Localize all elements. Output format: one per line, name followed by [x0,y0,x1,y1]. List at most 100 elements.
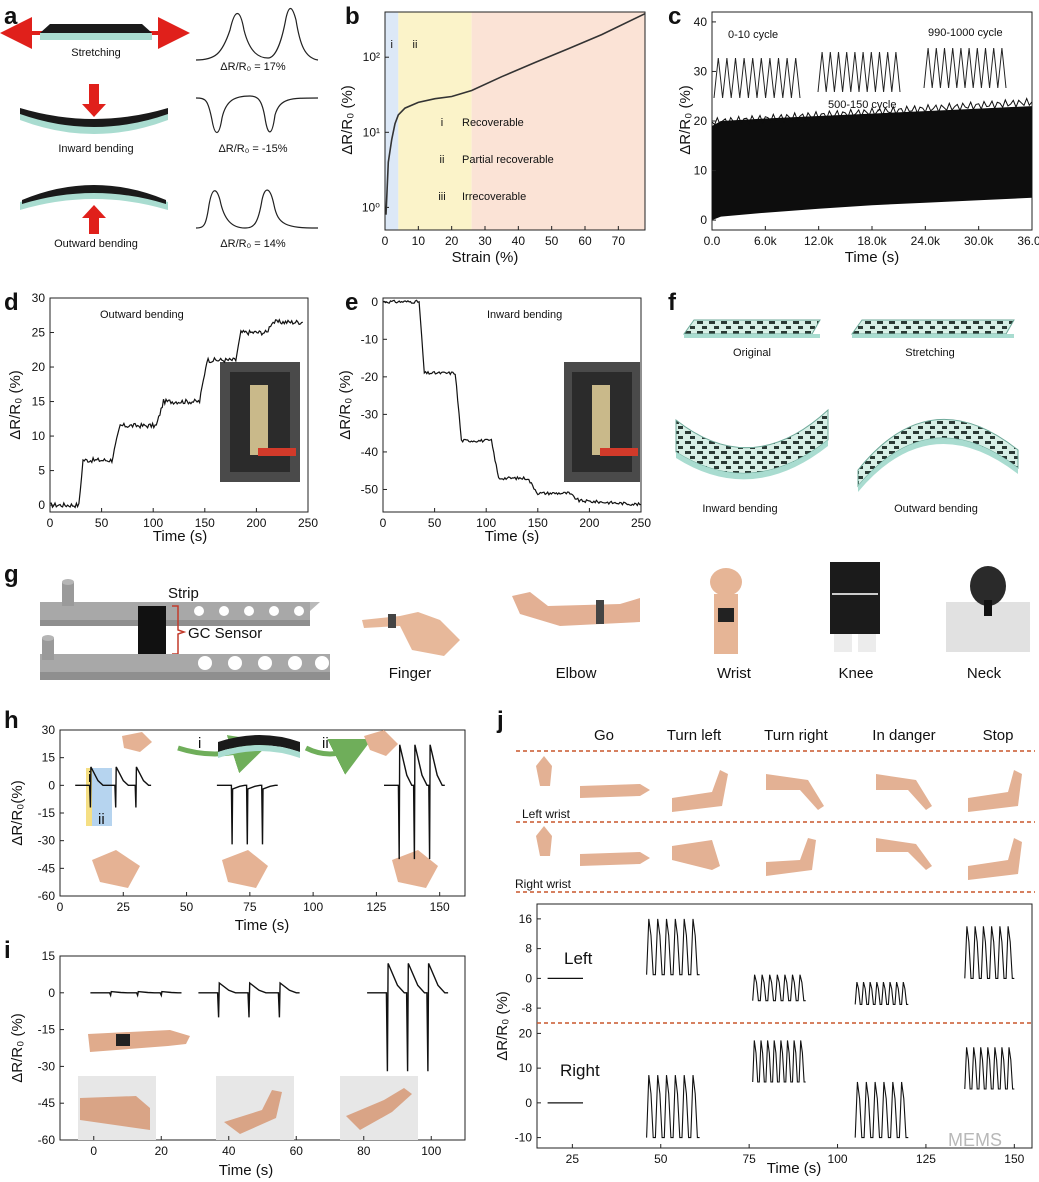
strip-top [40,602,310,620]
chart-i-ytick-label-1: 0 [48,986,55,1000]
chart-h-series-group-1 [216,784,278,845]
chart-c: Time (s) ΔR/R₀ (%) 0-10 cycle 500-150 cy… [677,11,1039,266]
chart-j-left-ytick-label-0: 16 [519,912,533,926]
chart-h-ylabel: ΔR/R₀(%) [9,780,26,845]
chart-j-left-turn-right [854,981,909,1005]
chart-h-ytick-label-1: 15 [42,751,56,765]
chart-b-legend-text-i: Recoverable [462,117,524,129]
chart-b-series-line [385,12,646,215]
inward-response-curve [195,95,319,134]
chart-j-xtick-label-5: 150 [1004,1152,1024,1166]
caption-outward: Outward bending [54,238,138,250]
panel-label-h: h [4,707,19,734]
h-arrow-label-ii: ii [322,735,329,752]
g-neck-label: Neck [967,665,1002,682]
inward-arrow-head [82,104,106,117]
caption-stretching: Stretching [71,47,121,59]
chart-c-xtick-label-1: 6.0k [754,234,778,248]
chart-h-xtick-label-5: 125 [366,900,386,914]
chart-d-xtick-label-2: 100 [143,516,163,530]
chart-d-ytick-label-5: 25 [32,326,46,340]
f-caption-stretching: Stretching [905,347,955,359]
chart-j-left-ytick-label-3: -8 [521,1001,532,1015]
chart-e-xlabel: Time (s) [485,528,539,545]
chart-e-title: Inward bending [487,309,562,321]
chart-c-xtick-label-5: 30.0k [964,234,994,248]
chart-h-series-group-0 [75,766,152,808]
panel-label-a: a [4,3,18,30]
chart-j-xtick-label-4: 125 [916,1152,936,1166]
chart-b-region-label-i: i [390,39,392,51]
caption-inward: Inward bending [58,143,133,155]
chart-h-xtick-label-1: 25 [117,900,131,914]
chart-j-right-go [646,1075,700,1139]
mesh-inward [675,408,829,474]
chart-e-ytick-label-5: -50 [361,482,379,496]
chart-d-xtick-label-4: 200 [246,516,266,530]
mesh-stretching [851,319,1015,335]
f-caption-original: Original [733,347,771,359]
chart-i-xtick-label-4: 80 [357,1144,371,1158]
chart-e-ylabel: ΔR/R₀ (%) [337,370,354,440]
chart-j-frame [536,903,1033,1149]
chart-e-inset-photo [564,362,640,482]
chart-c-ytick-label-0: 0 [700,213,707,227]
chart-d-inset-photo [220,362,300,482]
chart-i-series-group-2 [367,963,449,1072]
panel-label-g: g [4,561,19,588]
g-elbow-label: Elbow [556,665,597,682]
chart-b-legend-key-ii: ii [440,154,445,166]
knee-photo [830,562,880,652]
chart-d-xtick-label-0: 0 [47,516,54,530]
chart-b-xtick-label-2: 20 [445,234,459,248]
chart-d-ytick-label-4: 20 [32,360,46,374]
chart-e-xtick-label-5: 250 [631,516,651,530]
chart-e-ytick-label-1: -10 [361,332,379,346]
chart-h-xtick-label-3: 75 [243,900,257,914]
chart-d-xlabel: Time (s) [153,528,207,545]
chart-h-xtick-label-4: 100 [303,900,323,914]
h-region-label-i: i [88,769,91,786]
outward-response-curve [195,189,319,229]
chart-c-xtick-label-0: 0.0 [704,234,721,248]
chart-j-right-turn-right [854,1081,909,1139]
watermark: MEMS [948,1130,1002,1150]
chart-h-ytick-label-0: 30 [42,723,56,737]
wrist-photo [710,568,742,654]
chart-j-right-ytick-label-0: 20 [519,1026,533,1040]
j-series-left-label: Left [564,949,593,968]
chart-c-inset-trace-2 [923,47,1007,89]
chart-c-inset-trace-0 [713,57,801,99]
g-sensor-label: GC Sensor [188,625,262,642]
panel-a: Stretching ΔR/R₀ = 17% Inward bending ΔR… [0,7,319,250]
j-gesture-turn-left: Turn left [667,727,722,744]
f-caption-inward: Inward bending [702,503,777,515]
ratio-outward: ΔR/R₀ = 14% [220,238,286,250]
h-region-label-ii: ii [98,811,105,828]
panel-label-j: j [496,707,504,734]
chart-e-ytick-label-2: -20 [361,370,379,384]
chart-i-series-group-0 [90,990,182,998]
strip-bottom [40,654,330,672]
chart-b-xtick-label-1: 10 [412,234,426,248]
chart-j-left-stop [964,926,1015,979]
chart-j-xtick-label-3: 100 [828,1152,848,1166]
j-gesture-go: Go [594,727,614,744]
chart-j-xtick-label-0: 25 [566,1152,580,1166]
j-gesture-photos [536,756,1022,880]
chart-d-ylabel: ΔR/R₀ (%) [7,370,24,440]
chart-b-xtick-label-4: 40 [512,234,526,248]
chart-d-ytick-label-2: 10 [32,429,46,443]
chart-h-xtick-label-6: 150 [430,900,450,914]
chart-b: iii Strain (%) ΔR/R₀ (%) iii010203040506… [339,11,646,266]
gc-sensor [138,606,166,654]
chart-j-xtick-label-1: 50 [654,1152,668,1166]
chart-j-left-go [646,918,700,976]
stretch-sensor [40,24,152,33]
chart-e-xtick-label-4: 200 [579,516,599,530]
chart-j-ylabel: ΔR/R₀ (%) [494,991,511,1061]
mesh-original [683,319,821,335]
chart-b-xtick-label-5: 50 [545,234,559,248]
